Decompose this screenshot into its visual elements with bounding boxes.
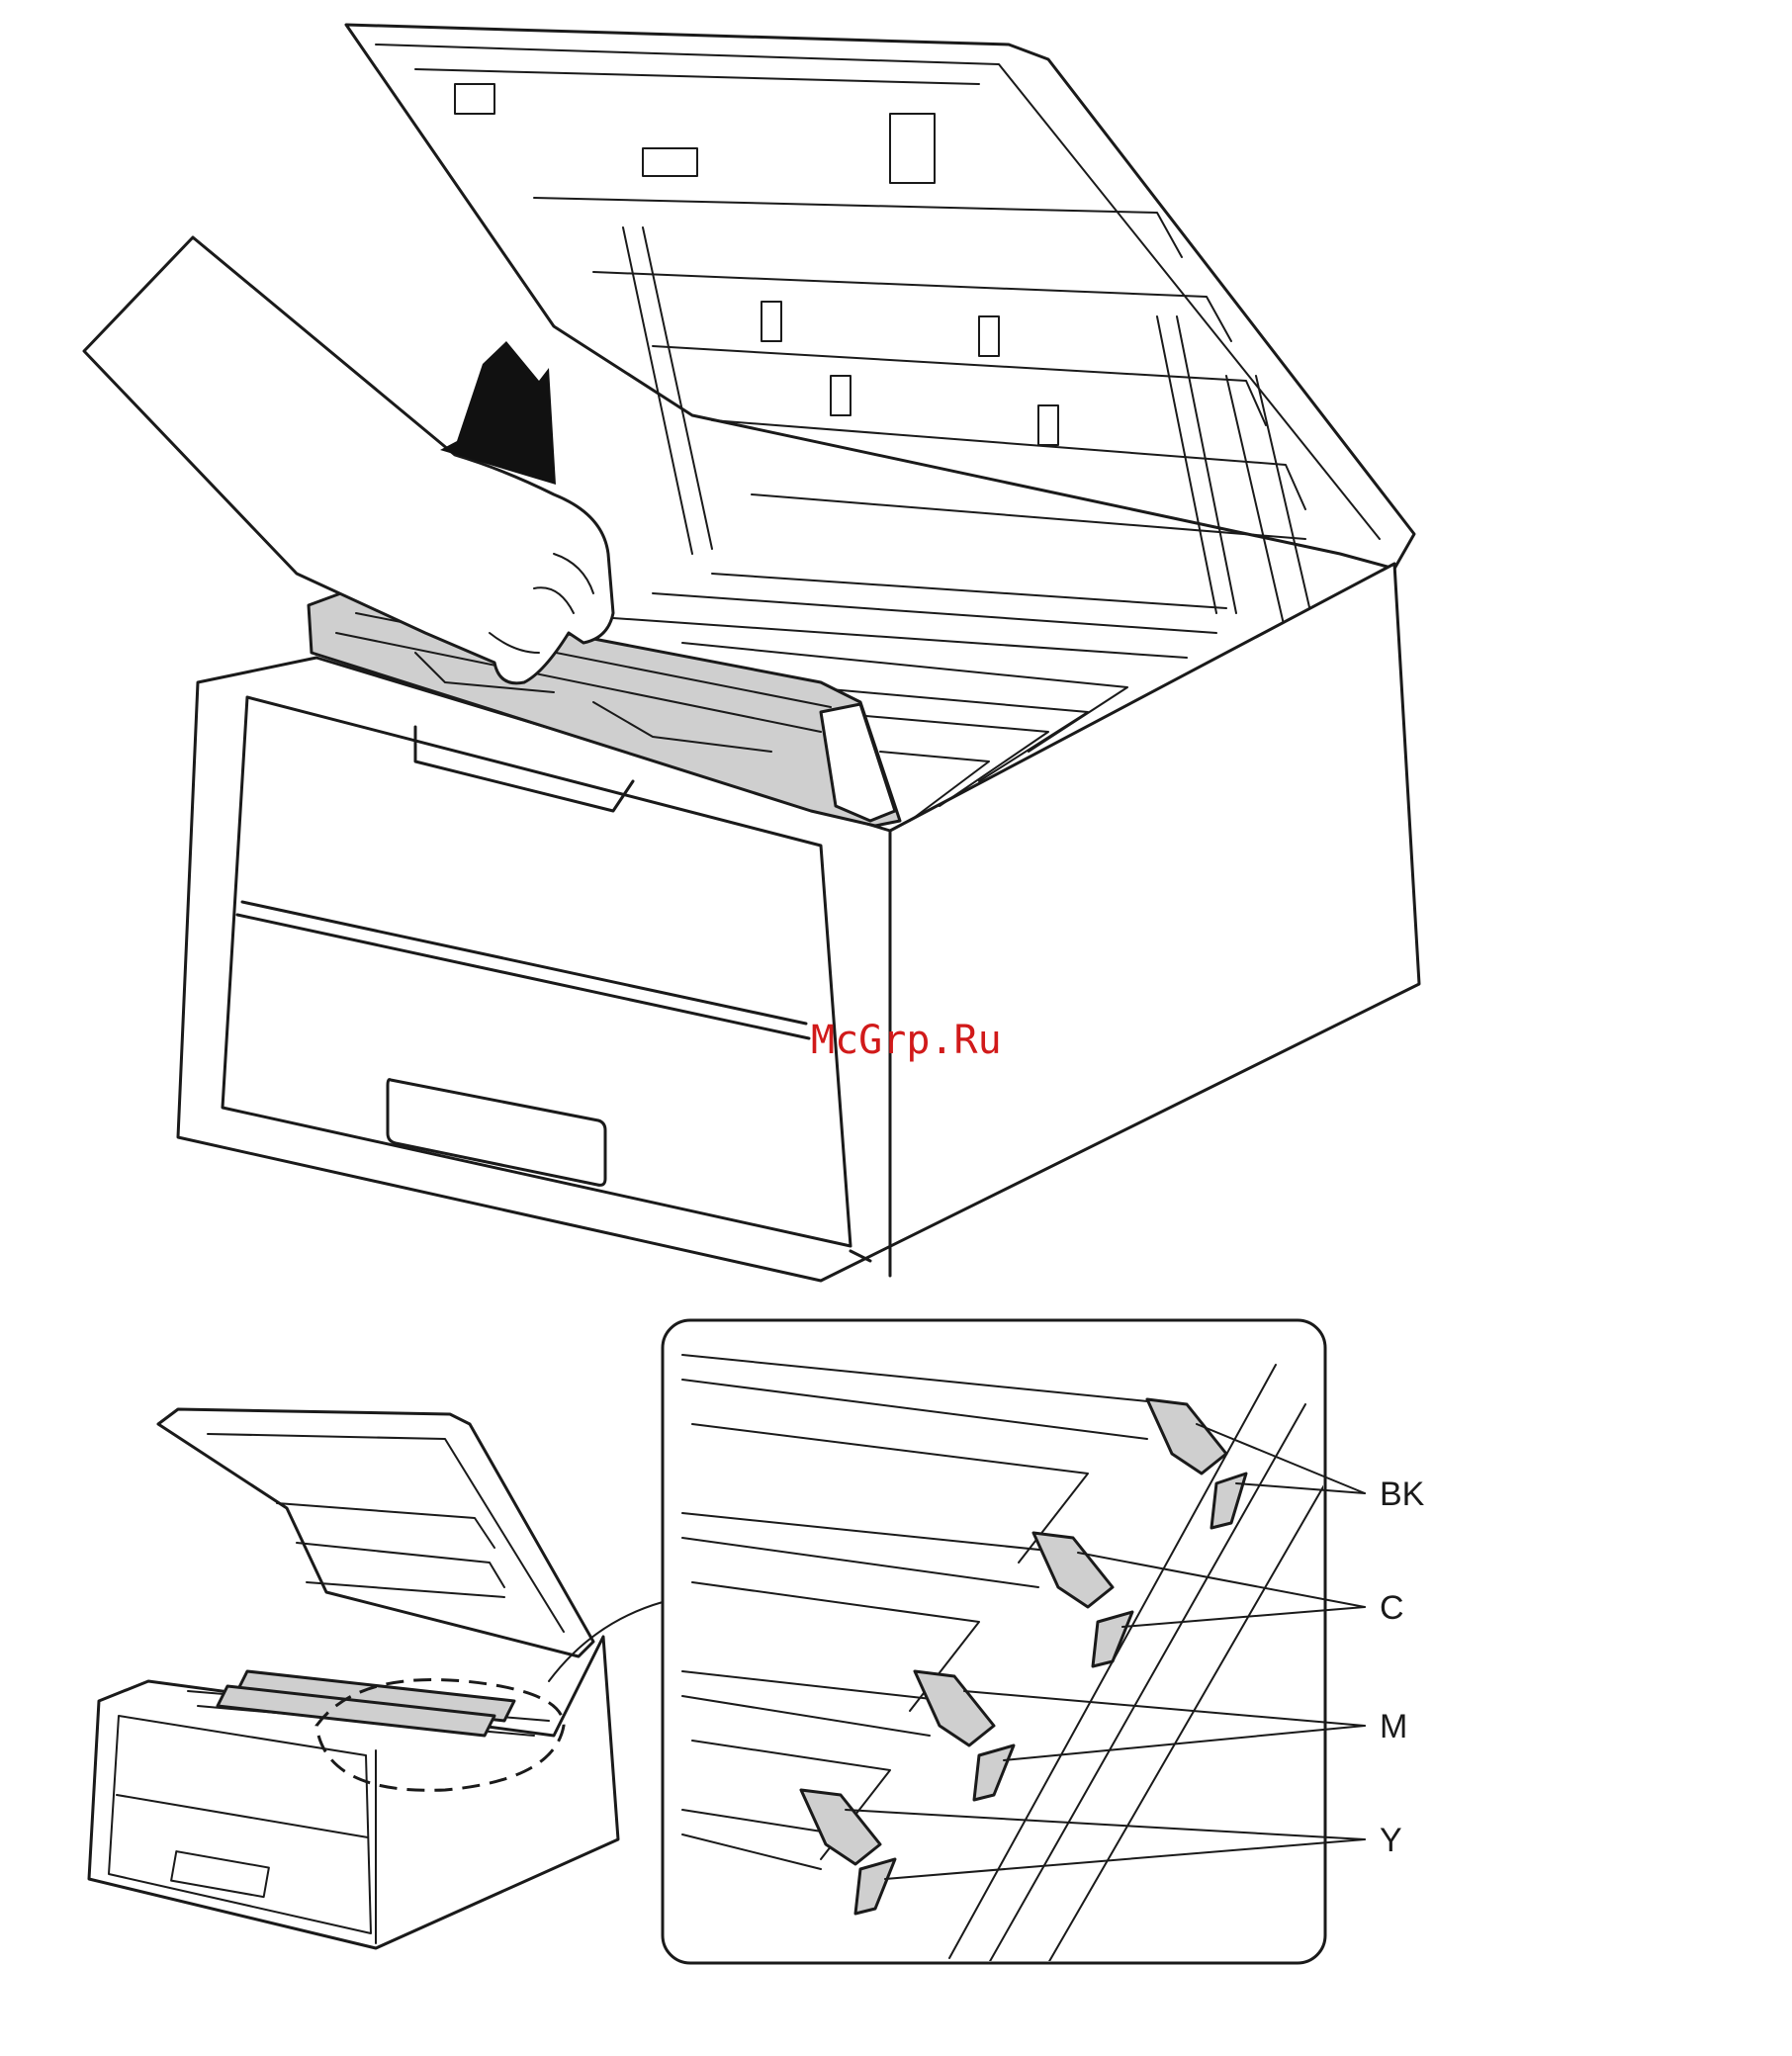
detail-frame: [663, 1320, 1325, 1963]
label-c: C: [1380, 1589, 1404, 1627]
watermark-text: McGrp.Ru: [811, 1018, 1002, 1063]
small-printer-illustration: [89, 1409, 663, 1948]
label-m: M: [1380, 1708, 1407, 1745]
label-y: Y: [1380, 1822, 1402, 1859]
label-bk: BK: [1380, 1475, 1425, 1513]
printer-body: [178, 564, 1419, 1281]
large-printer-illustration: [84, 25, 1419, 1281]
detail-callout: BK C M Y: [663, 1320, 1425, 1963]
